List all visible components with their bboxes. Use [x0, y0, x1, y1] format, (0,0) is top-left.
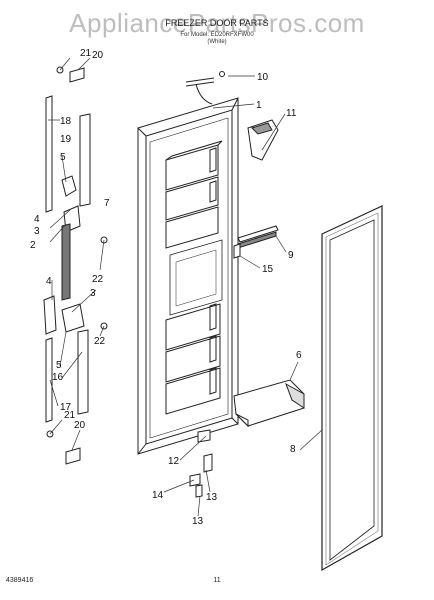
callout-22-bottom: 22: [94, 336, 106, 347]
callout-10: 10: [257, 72, 269, 83]
callout-14: 14: [152, 490, 164, 501]
color-line: (White): [207, 39, 227, 45]
callout-8: 8: [290, 444, 296, 455]
model-info: For Model: ED20RFXFW00 (White): [0, 32, 434, 46]
door-bin: [233, 379, 305, 428]
callout-21-bottom: 21: [64, 410, 76, 421]
bottom-hinge-parts: [189, 429, 213, 498]
watermark: AppliancePartsPros.com: [69, 8, 365, 38]
callout-15: 15: [262, 264, 274, 275]
page-number: 11: [213, 577, 221, 584]
callout-7: 7: [104, 198, 110, 209]
callout-2: 2: [30, 240, 36, 251]
callout-19: 19: [60, 134, 72, 145]
callout-3-bottom: 3: [90, 288, 96, 299]
callout-20-top: 20: [92, 50, 104, 61]
trim-strips: [233, 225, 279, 259]
callout-11: 11: [286, 108, 297, 119]
dispenser-cavity: [169, 239, 223, 316]
diagram-code: 4389416: [6, 577, 34, 584]
callout-4-top: 4: [34, 214, 40, 225]
callout-13-lower: 13: [192, 516, 204, 527]
callout-12: 12: [168, 456, 180, 467]
leader-lines: [48, 57, 323, 517]
callout-13-upper: 13: [206, 492, 218, 503]
upper-hinge-parts: [45, 66, 91, 301]
callout-4-bottom: 4: [46, 276, 52, 287]
model-line: For Model: ED20RFXFW00: [180, 32, 254, 38]
top-harness: [185, 71, 225, 105]
callout-9: 9: [288, 250, 294, 261]
callout-17: 17: [60, 402, 72, 413]
door-gasket: [321, 205, 383, 572]
callout-3-top: 3: [34, 226, 40, 237]
lower-hinge-parts: [43, 236, 108, 465]
lower-shelves: [165, 303, 221, 415]
callout-5-top: 5: [60, 152, 66, 163]
callout-1: 1: [256, 100, 262, 111]
callout-6: 6: [296, 350, 302, 361]
callout-20-bottom: 20: [74, 420, 86, 431]
callout-18: 18: [60, 116, 72, 127]
callout-5-bottom: 5: [56, 360, 62, 371]
diagram-title: FREEZER DOOR PARTS: [165, 18, 269, 28]
door-inner-liner: [145, 109, 233, 445]
callout-22-top: 22: [92, 274, 104, 285]
door-assembly: [137, 97, 239, 455]
dispenser-chute: [247, 119, 279, 161]
callout-21-top: 21: [80, 48, 92, 59]
callout-labels: 10 1 11 9 15 6 8 12 14 13 13 21 20 18 19…: [30, 48, 302, 527]
callout-16: 16: [52, 372, 64, 383]
upper-shelves: [165, 140, 223, 249]
